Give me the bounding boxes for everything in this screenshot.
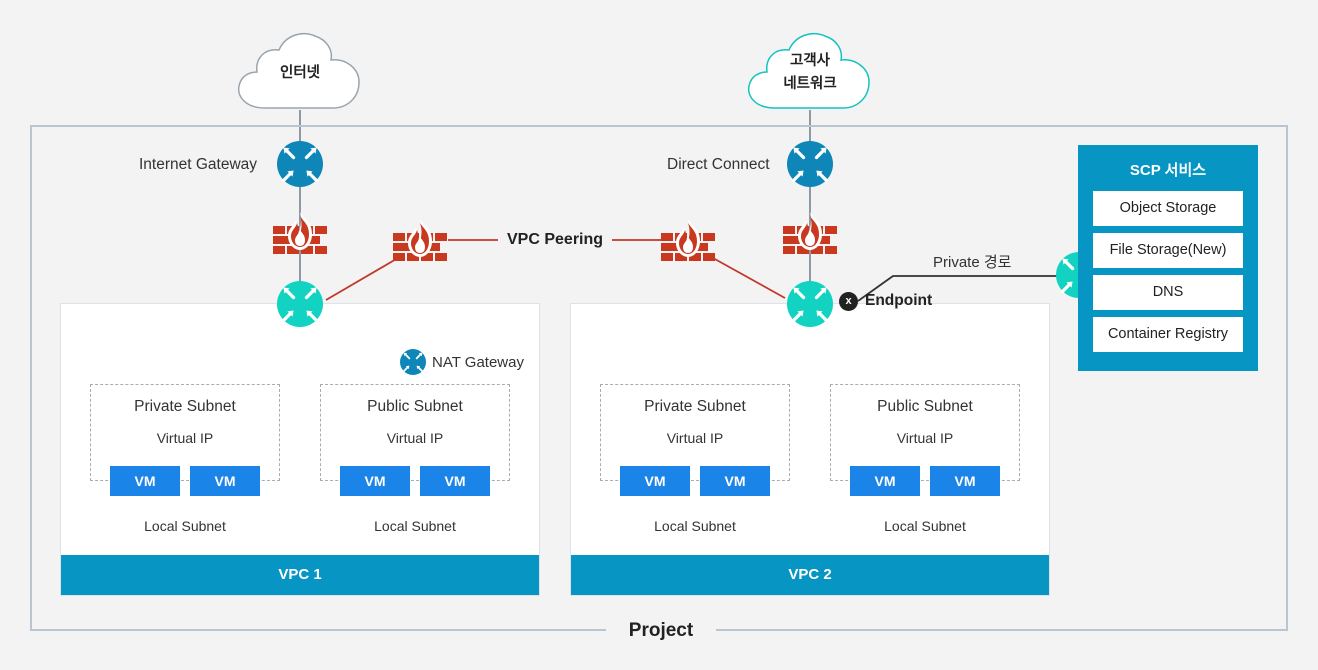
local-subnet-label: Local Subnet [144,518,226,534]
direct-connect-label: Direct Connect [667,156,770,173]
virtual-ip-label: Virtual IP [896,430,954,446]
subnet-title: Private Subnet [134,398,236,415]
vpc2-router-icon[interactable] [787,281,833,327]
cloud-icon [747,32,870,109]
vm-box[interactable]: VM [190,466,260,496]
nat-gateway-router-icon[interactable] [400,349,426,375]
vpc1-private-subnet: Private Subnet Virtual IP [90,384,280,481]
vpc-peering-label: VPC Peering [507,231,604,248]
private-route-label: Private 경로 [933,254,1012,271]
internet-gateway-label: Internet Gateway [139,156,258,173]
firewall-icon [660,215,716,265]
endpoint-label: Endpoint [865,292,933,309]
vpc2-private-subnet: Private Subnet Virtual IP [600,384,790,481]
virtual-ip-label: Virtual IP [666,430,724,446]
firewall-icon [272,208,328,258]
subnet-title: Public Subnet [877,398,973,415]
scp-service-container-registry[interactable]: Container Registry [1093,317,1243,352]
local-subnet-label: Local Subnet [884,518,966,534]
vm-box[interactable]: VM [850,466,920,496]
vpc1-router-icon[interactable] [277,281,323,327]
virtual-ip-label: Virtual IP [156,430,214,446]
local-subnet-label: Local Subnet [374,518,456,534]
vm-box[interactable]: VM [420,466,490,496]
virtual-ip-label: Virtual IP [386,430,444,446]
scp-service-object-storage[interactable]: Object Storage [1093,191,1243,226]
vm-box[interactable]: VM [930,466,1000,496]
cloud-customer-network-label-1: 고객사 [789,53,831,69]
firewall-icon [392,215,448,265]
internet-gateway-router-icon[interactable] [277,141,323,187]
scp-service-file-storage[interactable]: File Storage(New) [1093,233,1243,268]
vpc-1: VPC 1 [60,303,540,596]
scp-services-panel: SCP 서비스 Object Storage File Storage(New)… [1078,145,1258,371]
vpc1-public-subnet: Public Subnet Virtual IP [320,384,510,481]
nat-gateway-label: NAT Gateway [432,354,524,371]
vm-box[interactable]: VM [110,466,180,496]
endpoint-marker[interactable]: x [839,292,858,311]
vm-box[interactable]: VM [700,466,770,496]
local-subnet-label: Local Subnet [654,518,736,534]
direct-connect-router-icon[interactable] [787,141,833,187]
firewall-icon [782,208,838,258]
vm-box[interactable]: VM [620,466,690,496]
vpc2-public-subnet: Public Subnet Virtual IP [830,384,1020,481]
vpc-2-label: VPC 2 [571,555,1049,595]
vpc-2: VPC 2 [570,303,1050,596]
cloud-customer-network-label-2: 네트워크 [783,76,837,92]
vm-box[interactable]: VM [340,466,410,496]
cloud-icon [237,32,360,109]
subnet-title: Private Subnet [644,398,746,415]
scp-service-dns[interactable]: DNS [1093,275,1243,310]
vpc-1-label: VPC 1 [61,555,539,595]
project-label: Project [606,616,716,646]
subnet-title: Public Subnet [367,398,463,415]
scp-services-title: SCP 서비스 [1129,162,1207,179]
cloud-internet-label: 인터넷 [279,65,321,81]
